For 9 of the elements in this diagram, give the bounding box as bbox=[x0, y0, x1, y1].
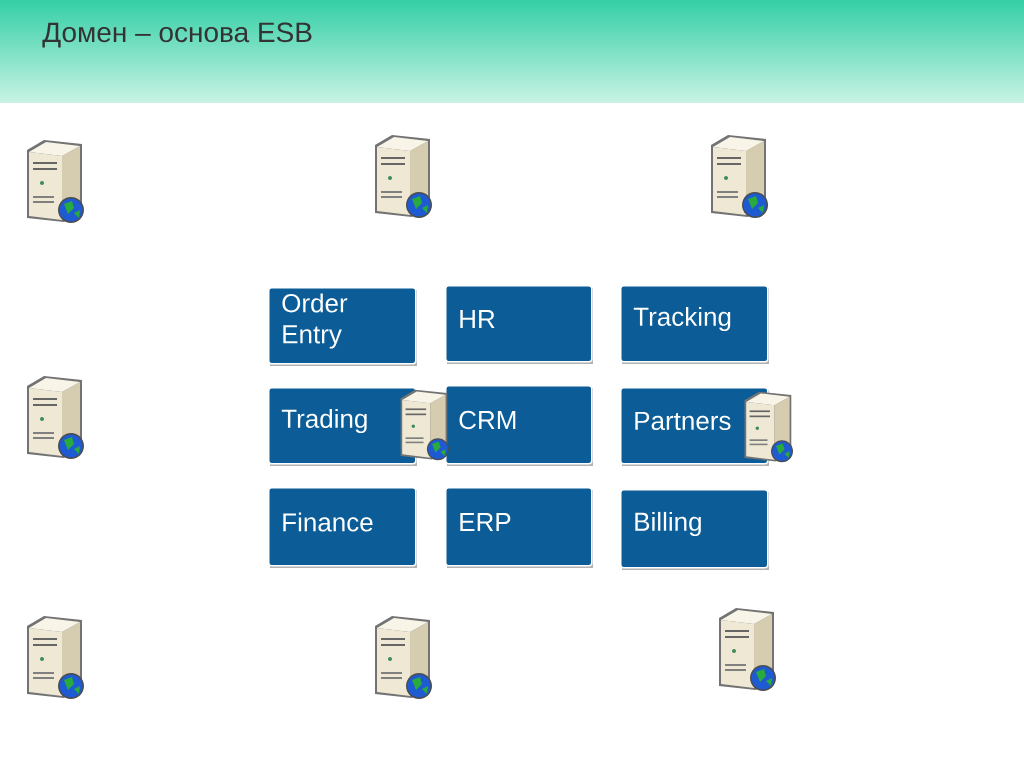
system-box: CRM bbox=[445, 385, 593, 466]
system-box: Tracking bbox=[620, 285, 769, 364]
system-box: Trading bbox=[268, 387, 417, 466]
system-box: HR bbox=[445, 285, 593, 364]
slide-title: Домен – основа ESB bbox=[42, 22, 312, 48]
system-box: Order Entry bbox=[268, 287, 417, 366]
system-box: Billing bbox=[620, 489, 769, 570]
system-box: Finance bbox=[268, 487, 417, 568]
system-box: ERP bbox=[445, 487, 593, 568]
